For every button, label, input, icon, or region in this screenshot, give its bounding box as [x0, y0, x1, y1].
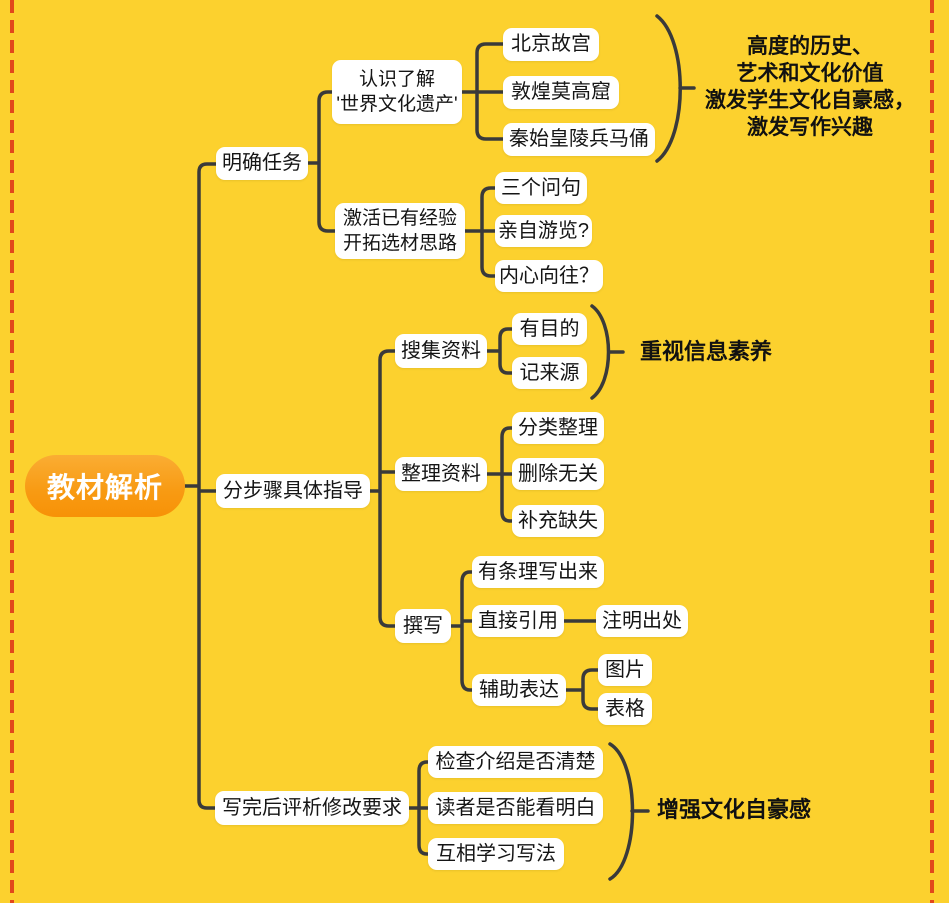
node-table[interactable]: 表格	[598, 693, 652, 725]
collect-children-connector	[485, 327, 514, 375]
node-purposeful[interactable]: 有目的	[512, 313, 587, 345]
node-visited-personally[interactable]: 亲自游览?	[495, 215, 592, 247]
node-reader-understand[interactable]: 读者是否能看明白	[428, 792, 603, 824]
node-write-orderly[interactable]: 有条理写出来	[472, 556, 604, 588]
trunk-level1-connector	[183, 162, 218, 810]
node-root-textbook-analysis[interactable]: 教材解析	[25, 455, 185, 517]
left-dashed-border	[10, 0, 14, 903]
node-step-guidance[interactable]: 分步骤具体指导	[216, 474, 370, 508]
node-inner-yearning[interactable]: 内心向往？	[495, 260, 603, 292]
node-clarify-task[interactable]: 明确任务	[216, 147, 308, 180]
node-categorize[interactable]: 分类整理	[512, 412, 604, 444]
heritage-children-connector	[460, 42, 505, 141]
experience-children-connector	[463, 186, 497, 278]
write-children-connector	[449, 570, 474, 692]
organize-children-connector	[485, 426, 514, 523]
node-three-questions[interactable]: 三个问句	[495, 172, 587, 204]
node-collect-materials[interactable]: 搜集资料	[395, 334, 487, 368]
annotation-heritage-value[interactable]: 高度的历史、 艺术和文化价值 激发学生文化自豪感， 激发写作兴趣	[705, 35, 915, 139]
node-direct-quote[interactable]: 直接引用	[472, 605, 564, 637]
cultural-pride-brace	[608, 742, 650, 881]
info-literacy-brace	[590, 304, 625, 400]
node-learn-methods[interactable]: 互相学习写法	[428, 838, 564, 870]
node-mogao-caves[interactable]: 敦煌莫高窟	[503, 76, 619, 109]
node-know-world-heritage[interactable]: 认识了解 '世界文化遗产'	[332, 60, 462, 124]
node-aid-expression[interactable]: 辅助表达	[472, 674, 566, 706]
node-terracotta-army[interactable]: 秦始皇陵兵马俑	[503, 123, 655, 156]
step-guidance-branch-connector	[368, 349, 397, 628]
node-activate-experience[interactable]: 激活已有经验 开拓选材思路	[335, 203, 465, 259]
annotation-info-literacy[interactable]: 重视信息素养	[640, 339, 773, 364]
node-review-revise[interactable]: 写完后评析修改要求	[215, 791, 409, 825]
review-children-connector	[407, 760, 430, 856]
aid-children-connector	[564, 668, 600, 711]
annotation-cultural-pride[interactable]: 增强文化自豪感	[657, 797, 812, 822]
right-dashed-border	[930, 0, 934, 903]
node-beijing-palace[interactable]: 北京故宫	[503, 28, 599, 61]
node-organize-materials[interactable]: 整理资料	[395, 457, 487, 491]
node-record-sources[interactable]: 记来源	[512, 357, 587, 389]
node-delete-irrelevant[interactable]: 删除无关	[512, 458, 604, 490]
clarify-task-branch-connector	[306, 90, 337, 233]
node-fill-missing[interactable]: 补充缺失	[512, 505, 604, 537]
node-image[interactable]: 图片	[598, 654, 652, 686]
node-cite-sources[interactable]: 注明出处	[596, 605, 688, 637]
heritage-brace	[655, 14, 696, 163]
node-write[interactable]: 撰写	[395, 609, 451, 643]
node-check-clear[interactable]: 检查介绍是否清楚	[428, 746, 603, 778]
